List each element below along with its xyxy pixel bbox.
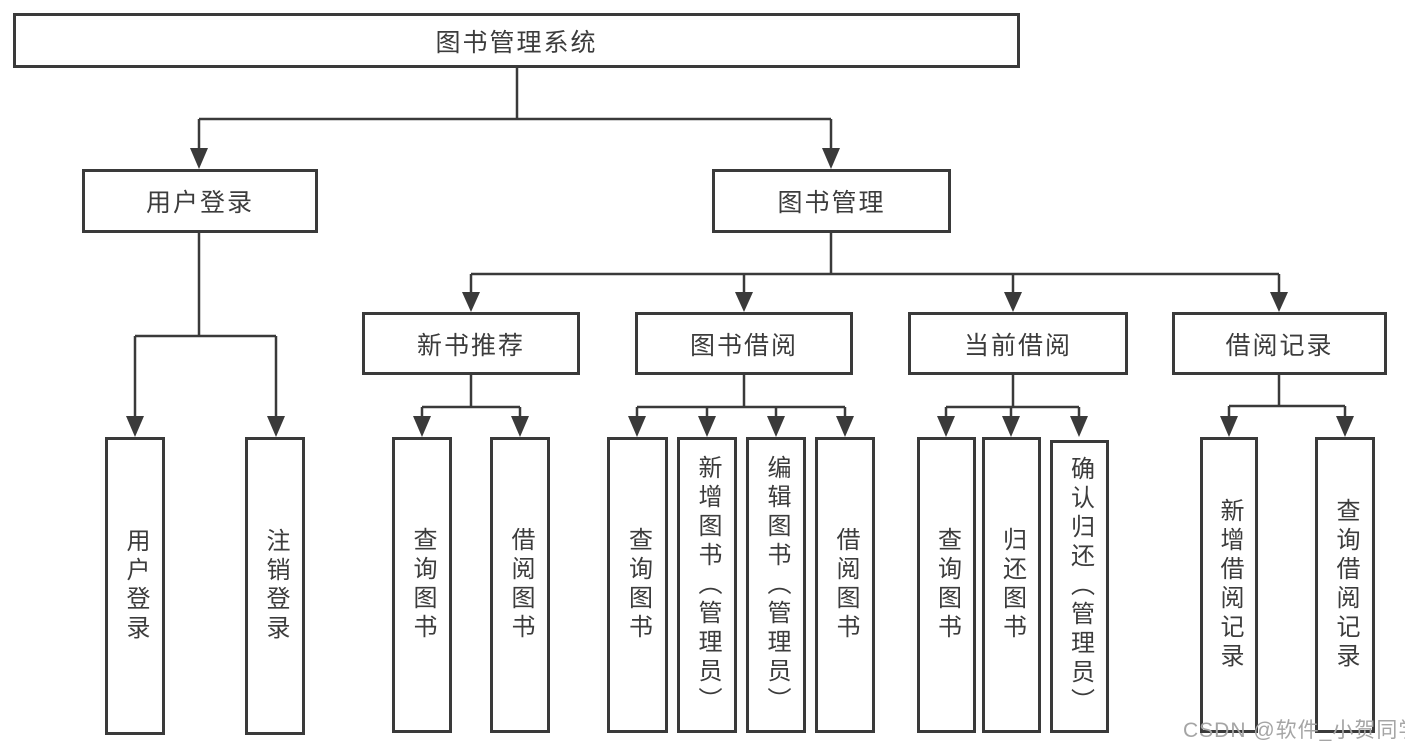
- leaf-add-borrow-record-label: 新增借阅记录: [1216, 498, 1243, 672]
- node-user-login-label: 用户登录: [145, 189, 254, 217]
- leaf-logout-login: 注销登录: [245, 437, 305, 735]
- leaf-query-books-recommend: 查询图书: [392, 437, 452, 733]
- node-root-label: 图书管理系统: [435, 28, 598, 57]
- node-book-borrow-label: 图书借阅: [689, 331, 798, 360]
- leaf-query-books-current-label: 查询图书: [933, 527, 961, 643]
- leaf-borrow-books-recommend-label: 借阅图书: [507, 527, 534, 643]
- node-new-book-recommend: 新书推荐: [362, 312, 580, 375]
- leaf-edit-books-admin-label: 编辑图书（管理员）: [763, 454, 790, 716]
- leaf-add-books-admin: 新增图书（管理员）: [677, 437, 737, 733]
- leaf-logout-login-label: 注销登录: [262, 528, 289, 644]
- leaf-borrow-books-label: 借阅图书: [832, 527, 859, 643]
- arrowheads: [126, 148, 1354, 437]
- node-user-login: 用户登录: [82, 169, 318, 233]
- leaf-query-books-borrow-label: 查询图书: [624, 527, 652, 643]
- leaf-query-books-borrow: 查询图书: [607, 437, 668, 733]
- leaf-query-borrow-record-label: 查询借阅记录: [1332, 498, 1359, 672]
- node-current-borrow-label: 当前借阅: [963, 331, 1072, 360]
- node-new-book-recommend-label: 新书推荐: [416, 331, 525, 360]
- leaf-query-books-recommend-label: 查询图书: [409, 527, 436, 643]
- leaf-borrow-books: 借阅图书: [815, 437, 875, 733]
- leaf-add-borrow-record: 新增借阅记录: [1200, 437, 1258, 733]
- node-book-management: 图书管理: [712, 169, 951, 233]
- leaf-return-books: 归还图书: [982, 437, 1041, 733]
- leaf-confirm-return-admin: 确认归还（管理员）: [1050, 440, 1109, 733]
- node-borrow-records: 借阅记录: [1172, 312, 1387, 375]
- leaf-return-books-label: 归还图书: [998, 527, 1026, 643]
- leaf-user-login-label: 用户登录: [122, 528, 149, 644]
- leaf-query-borrow-record: 查询借阅记录: [1315, 437, 1375, 733]
- leaf-user-login: 用户登录: [105, 437, 165, 735]
- watermark: CSDN @软件_小贺同学: [1183, 719, 1405, 742]
- leaf-add-books-admin-label: 新增图书（管理员）: [694, 454, 721, 716]
- node-book-borrow: 图书借阅: [635, 312, 853, 375]
- node-borrow-records-label: 借阅记录: [1225, 331, 1334, 360]
- node-book-management-label: 图书管理: [777, 189, 886, 217]
- leaf-query-books-current: 查询图书: [917, 437, 976, 733]
- leaf-edit-books-admin: 编辑图书（管理员）: [746, 437, 806, 733]
- node-current-borrow: 当前借阅: [908, 312, 1128, 375]
- leaf-borrow-books-recommend: 借阅图书: [490, 437, 550, 733]
- node-root: 图书管理系统: [13, 13, 1020, 68]
- leaf-confirm-return-admin-label: 确认归还（管理员）: [1066, 456, 1094, 717]
